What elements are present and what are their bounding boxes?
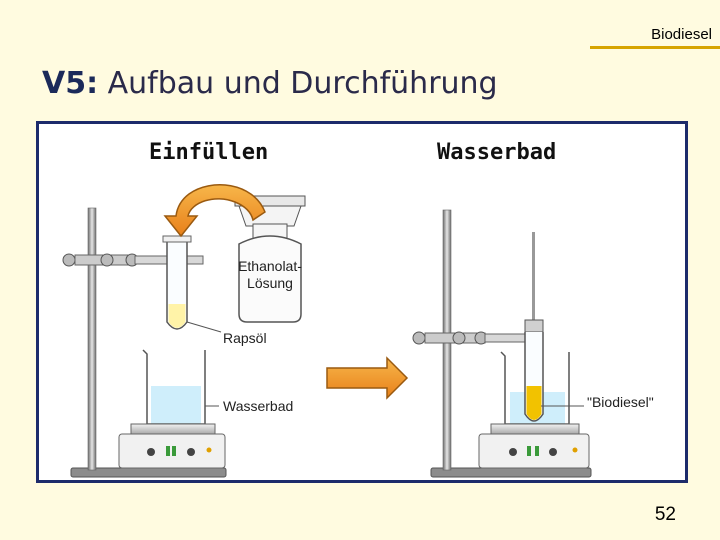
tube-stopper (524, 319, 544, 333)
right-arrow-icon (326, 356, 409, 400)
left-beaker-icon (142, 349, 206, 425)
thermometer-rod (532, 232, 535, 322)
rapsoel-label: Rapsöl (223, 330, 267, 346)
ethanolat-label-line1: Ethanolat- (238, 258, 302, 274)
left-hotplate-icon (118, 423, 226, 469)
apparatus-diagram (62, 184, 592, 478)
rapsoel-leader-line (186, 321, 222, 333)
title-prefix: V5: (42, 66, 99, 101)
ethanolat-label-line2: Lösung (247, 275, 293, 291)
left-heading: Einfüllen (149, 140, 269, 165)
left-stand-rod (87, 207, 97, 471)
slide-title: V5: Aufbau und Durchführung (42, 66, 498, 101)
right-clamp-icon (412, 331, 528, 345)
biodiesel-label: "Biodiesel" (587, 394, 654, 410)
curved-arrow-icon (163, 184, 266, 238)
test-tube-icon (162, 235, 192, 330)
apparatus-panel: Einfüllen Wasserbad Ethanolat- Lösung Ra… (36, 121, 688, 483)
header-rule (590, 46, 720, 49)
page-number: 52 (654, 504, 676, 525)
right-stand-base (430, 467, 592, 478)
header-section-label: Biodiesel (651, 26, 712, 43)
title-text: Aufbau und Durchführung (98, 66, 498, 101)
wasserbad-left-label: Wasserbad (223, 398, 294, 414)
right-beaker-icon (500, 332, 570, 425)
ethanolat-label: Ethanolat- Lösung (226, 258, 314, 292)
right-hotplate-icon (478, 423, 590, 469)
right-heading: Wasserbad (437, 140, 557, 165)
